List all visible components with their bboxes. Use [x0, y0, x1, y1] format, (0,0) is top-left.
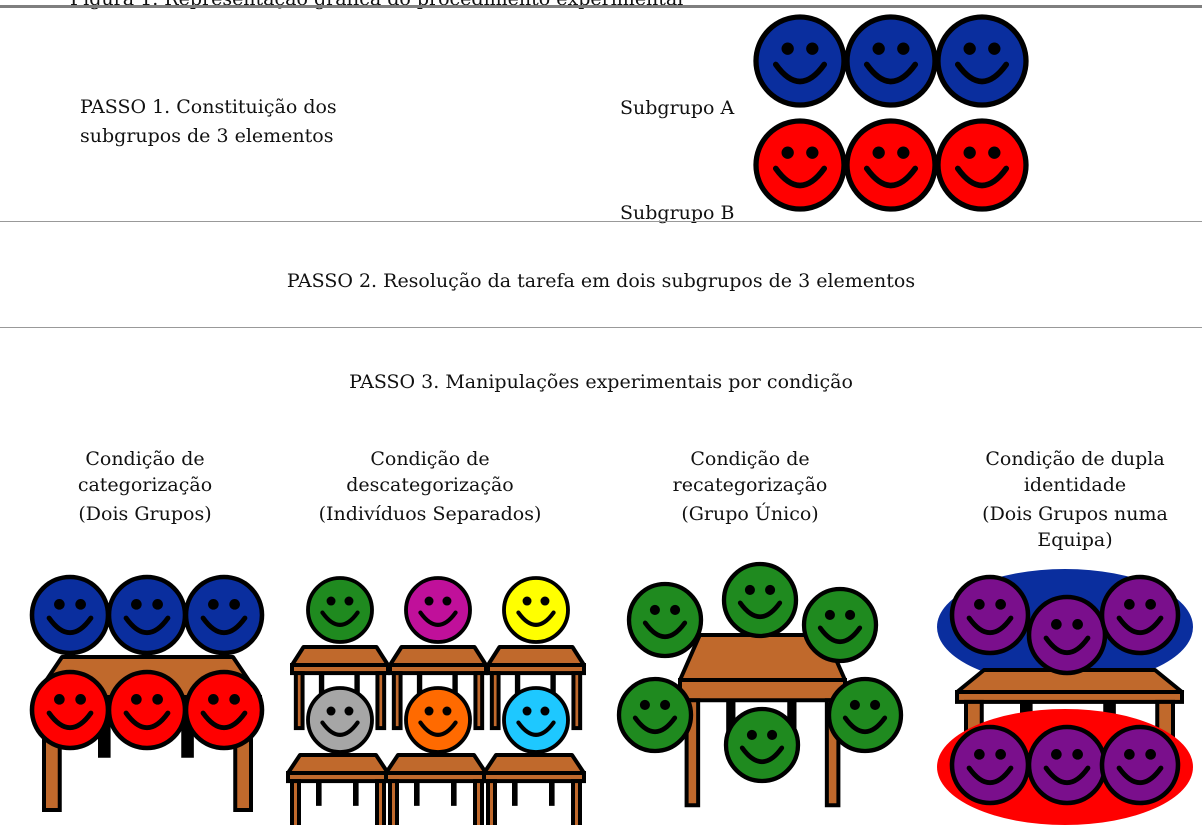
subgroup-b-faces — [753, 118, 1029, 212]
subgroup-b-smiley-icon — [844, 118, 938, 212]
individual-smiley-icon — [404, 576, 472, 644]
subgroup-a-label: Subgrupo A — [620, 97, 735, 119]
subgroup-b-smiley-icon — [753, 118, 847, 212]
subgroup-a-smiley-icon — [935, 14, 1029, 108]
individual-smiley-icon — [404, 686, 472, 754]
individual-smiley-icon — [502, 576, 570, 644]
desk-icon — [290, 645, 390, 731]
step3-label: PASSO 3. Manipulações experimentais por … — [349, 371, 853, 393]
rule-1 — [0, 221, 1202, 222]
blue-smiley-icon — [106, 574, 188, 656]
subgroup-b-smiley-icon — [935, 118, 1029, 212]
green-smiley-icon — [626, 581, 704, 659]
desk-icon — [486, 645, 586, 731]
blue-smiley-icon — [29, 574, 111, 656]
rule-2 — [0, 327, 1202, 328]
green-smiley-icon — [723, 706, 801, 784]
subgroup-a-smiley-icon — [753, 14, 847, 108]
individual-smiley-icon — [306, 686, 374, 754]
desk-icon — [482, 753, 586, 825]
condition-4-title: Condição de dupla identidade (Dois Grupo… — [982, 448, 1168, 551]
purple-smiley-icon — [949, 574, 1031, 656]
red-smiley-icon — [106, 669, 188, 751]
subgroup-a-smiley-icon — [844, 14, 938, 108]
categorization-illustration — [29, 574, 265, 812]
individual-smiley-icon — [502, 686, 570, 754]
decategorization-illustration — [286, 576, 586, 825]
subgroup-a-faces — [753, 14, 1029, 108]
top-rule — [0, 5, 1202, 8]
green-smiley-icon — [801, 586, 879, 664]
red-smiley-icon — [29, 669, 111, 751]
green-smiley-icon — [826, 676, 904, 754]
individual-smiley-icon — [306, 576, 374, 644]
condition-2-title: Condição de descategorização (Indivíduos… — [318, 448, 542, 525]
desk-icon — [286, 753, 390, 825]
condition-3-title: Condição de recategorização (Grupo Único… — [672, 448, 828, 525]
green-smiley-icon — [616, 676, 694, 754]
blue-smiley-icon — [183, 574, 265, 656]
step2-label: PASSO 2. Resolução da tarefa em dois sub… — [286, 270, 916, 292]
purple-smiley-icon — [1026, 594, 1108, 676]
dual-identity-illustration — [937, 569, 1193, 825]
green-smiley-icon — [721, 561, 799, 639]
recategorization-table-icon — [678, 633, 847, 808]
recategorization-illustration — [616, 561, 904, 808]
desk-icon — [384, 753, 488, 825]
purple-smiley-icon — [949, 724, 1031, 806]
purple-smiley-icon — [1026, 724, 1108, 806]
purple-smiley-icon — [1099, 574, 1181, 656]
subgroup-b-label: Subgrupo B — [620, 202, 735, 224]
purple-smiley-icon — [1099, 724, 1181, 806]
red-smiley-icon — [183, 669, 265, 751]
condition-1-title: Condição de categorização (Dois Grupos) — [77, 448, 213, 525]
step1-label: PASSO 1. Constituição dos subgrupos de 3… — [80, 96, 337, 147]
